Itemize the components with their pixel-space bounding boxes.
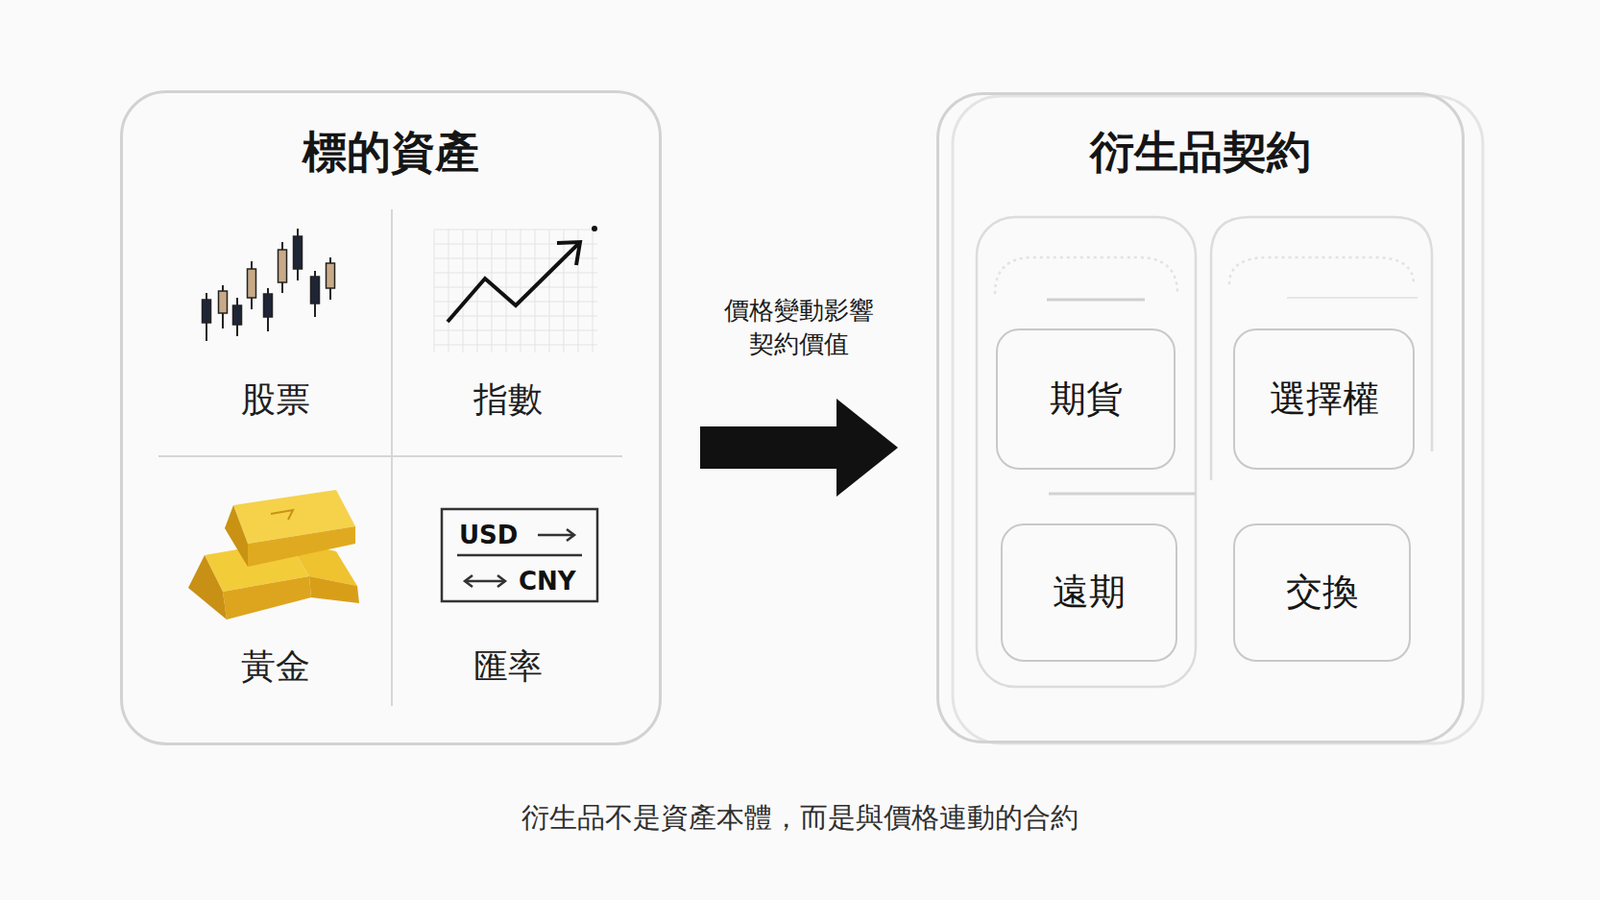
asset-panel: 標的資產股票 指數黃金 匯率 [120,90,662,746]
node-label: 指數 [473,378,543,420]
arrow-shaft [700,426,839,469]
asset-cell: 股票 [158,357,392,444]
chart-grid-icon [434,229,598,353]
node-label: 匯率 [473,645,543,687]
derivative-box: 遠期 [1000,523,1178,662]
panel-title: 標的資產 [302,125,480,179]
column-outline [976,217,1432,687]
panel-title: 衍生品契約 [1090,125,1311,179]
asset-cell: 黃金 [158,624,392,706]
caption: 衍生品不是資產本體，而是與價格連動的合約 [0,800,1600,835]
derivative-box: 期貨 [995,328,1176,470]
dot [591,225,598,232]
derivative-box: 選擇權 [1233,328,1415,470]
asset-cell: 匯率 [393,624,623,706]
exchange-rate-icon [441,509,598,602]
derivative-panel: 衍生品契約期貨 選擇權遠期 交換 [936,92,1465,744]
flow-arrow [700,398,898,497]
node-label: 選擇權 [1269,377,1380,422]
trend-arrowhead [557,242,581,266]
derivative-box: 交換 [1233,523,1411,662]
node-label: 黃金 [241,645,311,687]
node-label: 遠期 [1052,570,1126,615]
arrow-head [836,398,898,497]
node-label: 交換 [1285,570,1359,615]
edge-label: 價格變動影響契約價值 [712,293,886,362]
node-label: 股票 [241,378,311,420]
asset-cell: 指數 [393,357,623,444]
divider-line [390,209,393,706]
panel-shadow [952,96,1483,744]
currency-code: USD [459,522,518,548]
gold-bars-icon [188,489,360,620]
trend-line [447,243,579,322]
currency-code: CNY [518,568,577,594]
node-label: 期貨 [1049,377,1123,422]
divider-line [158,455,623,458]
candlestick-icon [202,228,336,341]
